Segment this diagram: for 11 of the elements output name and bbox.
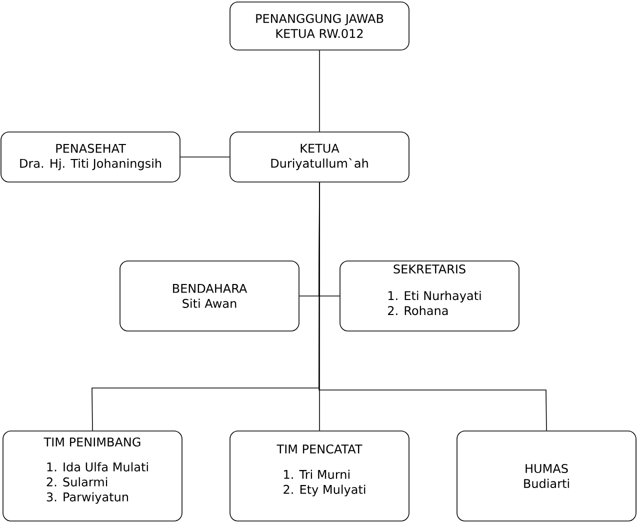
org-box: TIM PENCATAT 1. Tri Murni 2. Ety Mulyati [230,430,410,522]
org-box: TIM PENIMBANG 1. Ida Ulfa Mulati 2. Sularmi 3. Parwiyatun [2,430,182,522]
connector-line [318,182,547,431]
org-box: KETUA Duriyatullum`ah [230,132,410,182]
org-box: PENANGGUNG JAWAB KETUA RW.012 [230,2,410,50]
connector-line [180,156,230,158]
org-box: HUMAS Budiarti [456,430,636,522]
org-box: PENASEHAT Dra. Hj. Titi Johaningsih [0,132,180,182]
connector-line [319,50,320,132]
org-box: BENDAHARA Siti Awan [120,260,300,332]
org-box: SEKRETARIS 1. Eti Nurhayati 2. Rohana [340,260,520,332]
